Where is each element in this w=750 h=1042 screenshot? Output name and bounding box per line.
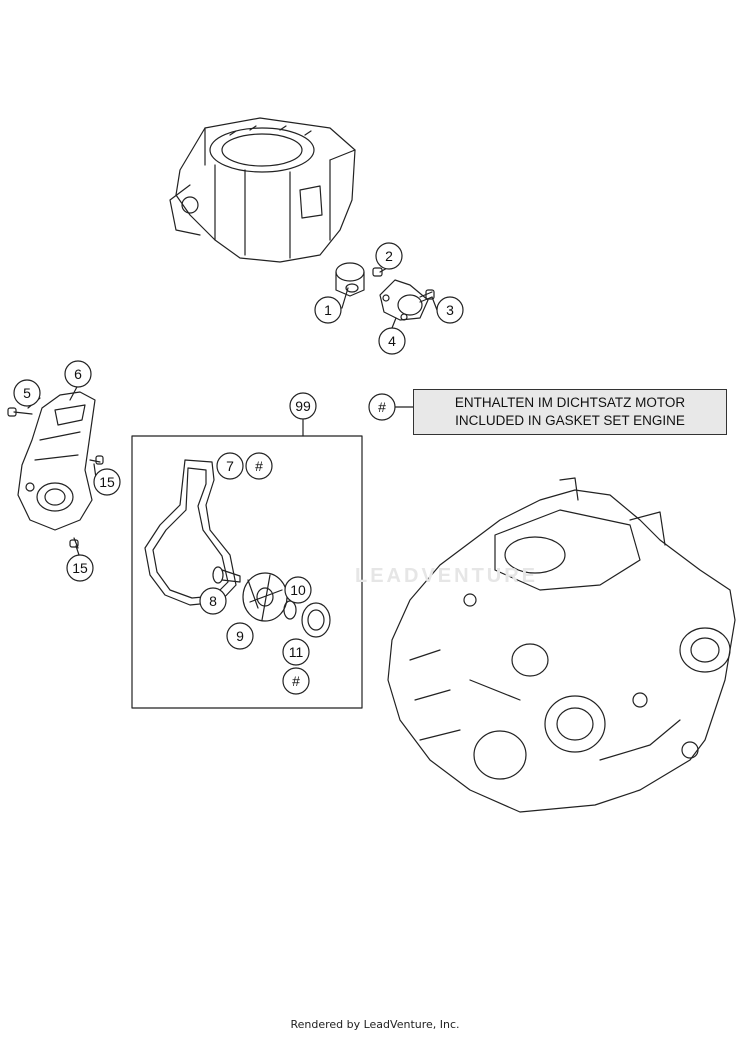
callout-11: 11	[282, 638, 310, 666]
thermostat-drawing	[335, 262, 365, 297]
o-ring-drawing	[283, 600, 297, 620]
footer-credit: Rendered by LeadVenture, Inc.	[290, 1018, 460, 1031]
callout-10: 10	[284, 576, 312, 604]
callout-7-hash: #	[245, 452, 273, 480]
callout-6-label: 6	[74, 366, 82, 382]
callout-7: 7	[216, 452, 244, 480]
watermark: LEADVENTURE	[355, 565, 539, 587]
cylinder-drawing	[169, 117, 356, 263]
callout-3: 3	[436, 296, 464, 324]
callout-15-bottom-label: 15	[72, 560, 88, 576]
callout-7-hash-label: #	[255, 458, 263, 474]
callout-2-label: 2	[385, 248, 393, 264]
gasket-drawing	[144, 459, 237, 606]
callout-10-label: 10	[290, 582, 306, 598]
callout-1: 1	[314, 296, 342, 324]
callout-legend-hash: #	[368, 393, 396, 421]
legend-box: ENTHALTEN IM DICHTSATZ MOTOR INCLUDED IN…	[413, 389, 727, 435]
callout-15-top: 15	[93, 468, 121, 496]
callout-8-label: 8	[209, 593, 217, 609]
callout-15-bottom: 15	[66, 554, 94, 582]
bolt-drawing	[419, 289, 435, 303]
callout-6: 6	[64, 360, 92, 388]
screws-drawing	[7, 407, 104, 549]
callout-8: 8	[199, 587, 227, 615]
legend-line-2: INCLUDED IN GASKET SET ENGINE	[455, 413, 685, 428]
crankcase-drawing	[387, 477, 736, 813]
impeller-drawing	[242, 572, 288, 622]
callout-4: 4	[378, 327, 406, 355]
callout-9: 9	[226, 622, 254, 650]
legend-line-1: ENTHALTEN IM DICHTSATZ MOTOR	[454, 395, 686, 410]
water-pump-cover-drawing	[17, 391, 96, 531]
callout-2: 2	[375, 242, 403, 270]
impeller-bolt-drawing	[212, 566, 241, 584]
callout-5-label: 5	[23, 385, 31, 401]
nut-drawing	[372, 267, 383, 277]
thermostat-housing-drawing	[379, 279, 429, 321]
callout-15-top-label: 15	[99, 474, 115, 490]
callout-3-label: 3	[446, 302, 454, 318]
callout-11-hash: #	[282, 667, 310, 695]
kit-box	[131, 435, 363, 709]
callout-99: 99	[289, 392, 317, 420]
callout-legend-hash-label: #	[378, 399, 386, 415]
callout-7-label: 7	[226, 458, 234, 474]
callout-9-label: 9	[236, 628, 244, 644]
seal-ring-drawing	[301, 602, 331, 638]
callout-4-label: 4	[388, 333, 396, 349]
callout-1-label: 1	[324, 302, 332, 318]
callout-11-label: 11	[289, 644, 304, 660]
callout-11-hash-label: #	[292, 673, 300, 689]
callout-5: 5	[13, 379, 41, 407]
callout-99-label: 99	[295, 398, 311, 414]
